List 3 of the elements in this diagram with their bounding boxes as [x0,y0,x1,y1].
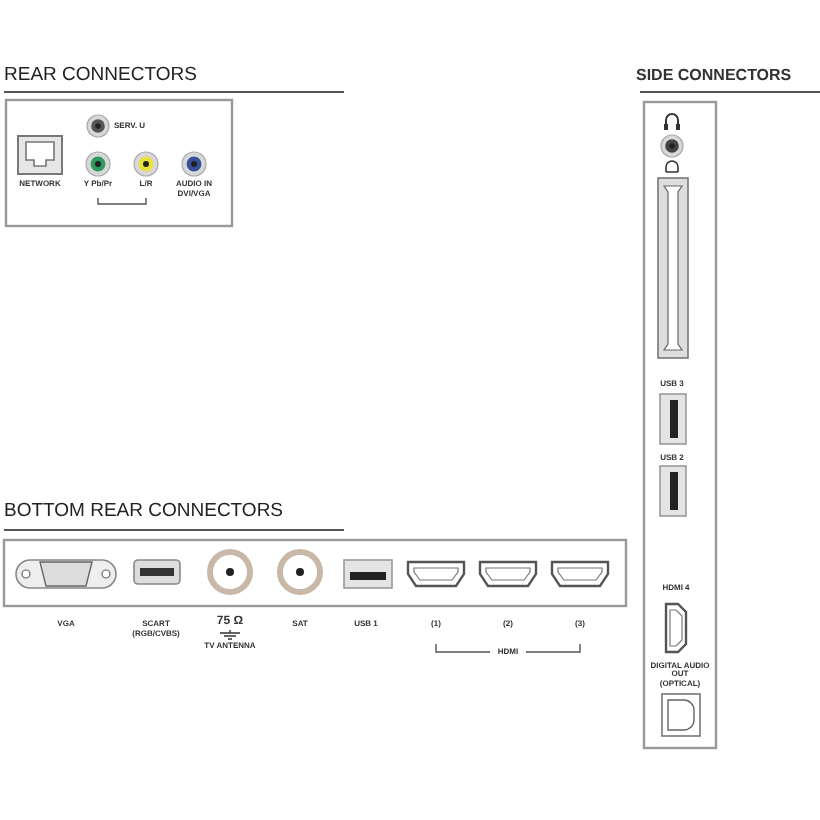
section-heading: SIDE CONNECTORS [636,68,792,85]
section-heading: REAR CONNECTORS [4,66,197,86]
section-heading: BOTTOM REAR CONNECTORS [4,502,284,522]
